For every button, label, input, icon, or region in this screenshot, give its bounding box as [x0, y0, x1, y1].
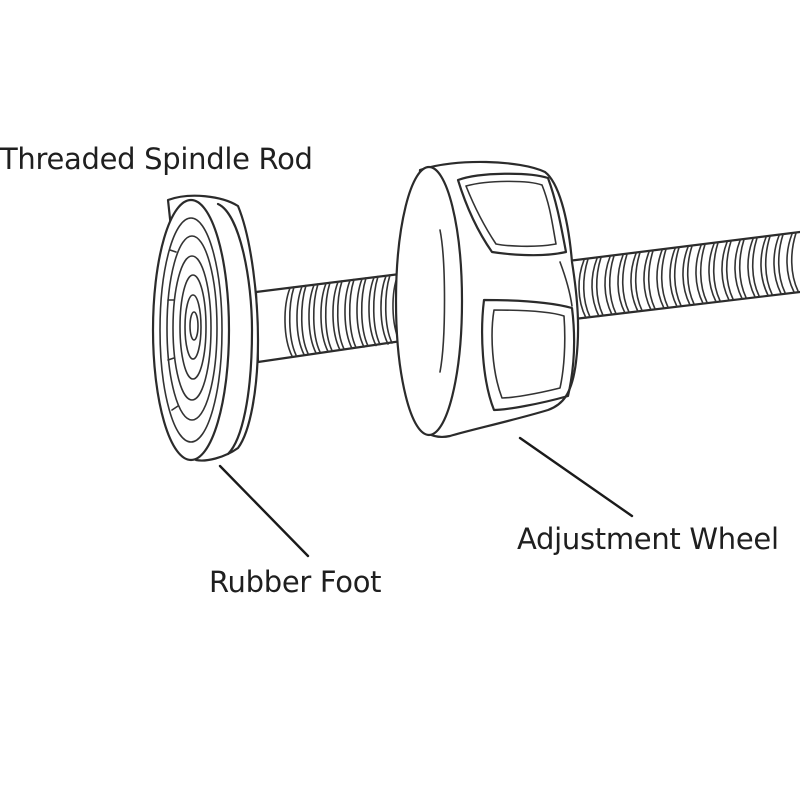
- threaded-rod-right: [558, 230, 800, 322]
- thread-coil: [764, 235, 773, 296]
- thread-coil: [296, 285, 305, 356]
- thread-coil: [284, 287, 293, 357]
- thread-coil: [682, 246, 691, 306]
- thread-coil: [582, 258, 591, 318]
- thread-coil: [617, 254, 626, 314]
- thread-coil: [288, 286, 297, 356]
- thread-coil: [712, 241, 721, 302]
- thread-coil: [320, 282, 329, 353]
- thread-coil: [344, 279, 353, 350]
- thread-coil: [372, 275, 381, 346]
- thread-coil: [643, 251, 652, 311]
- thread-coil: [630, 252, 639, 313]
- thread-coil: [673, 246, 682, 307]
- thread-coil: [738, 238, 747, 299]
- thread-coil: [324, 281, 333, 352]
- thread-coil: [777, 233, 786, 294]
- label-adjustment-wheel: Adjustment Wheel: [517, 522, 779, 556]
- thread-coil: [725, 240, 734, 300]
- leader-line-adjustment-wheel: [518, 436, 634, 518]
- thread-coil: [591, 257, 600, 318]
- thread-coil: [578, 259, 587, 319]
- thread-coil: [669, 247, 678, 308]
- leader-line-rubber-foot: [218, 464, 310, 558]
- thread-coil: [604, 255, 613, 316]
- thread-coil: [621, 253, 630, 313]
- thread-coil: [634, 251, 643, 312]
- thread-coil: [384, 274, 393, 344]
- thread-coil: [790, 232, 799, 292]
- label-rubber-foot: Rubber Foot: [209, 565, 382, 599]
- thread-coil: [747, 238, 756, 298]
- thread-coil: [734, 239, 743, 300]
- thread-coil: [356, 278, 365, 348]
- thread-coil: [308, 284, 317, 354]
- thread-coil: [348, 278, 357, 349]
- thread-coil: [760, 236, 769, 297]
- thread-coil: [312, 283, 321, 353]
- thread-coil: [336, 280, 345, 350]
- thread-coil: [786, 233, 795, 293]
- thread-coil: [656, 249, 665, 310]
- thread-coil: [360, 277, 369, 347]
- thread-coil: [368, 276, 377, 347]
- thread-coil: [751, 237, 760, 297]
- thread-coil: [721, 241, 730, 301]
- thread-coil: [608, 254, 617, 315]
- thread-coil: [647, 250, 656, 310]
- thread-coil: [699, 243, 708, 304]
- thread-coil: [332, 281, 341, 351]
- thread-coil: [695, 244, 704, 305]
- thread-coil: [686, 245, 695, 305]
- thread-coil: [380, 275, 389, 345]
- label-threaded-spindle-rod: Threaded Spindle Rod: [0, 142, 313, 176]
- thread-coil: [708, 242, 717, 303]
- rubber-foot: [151, 194, 260, 462]
- thread-coil: [660, 248, 669, 309]
- thread-coil: [300, 284, 309, 355]
- thread-coil: [595, 256, 604, 317]
- adjustment-wheel: [394, 160, 580, 438]
- thread-coil: [773, 234, 782, 295]
